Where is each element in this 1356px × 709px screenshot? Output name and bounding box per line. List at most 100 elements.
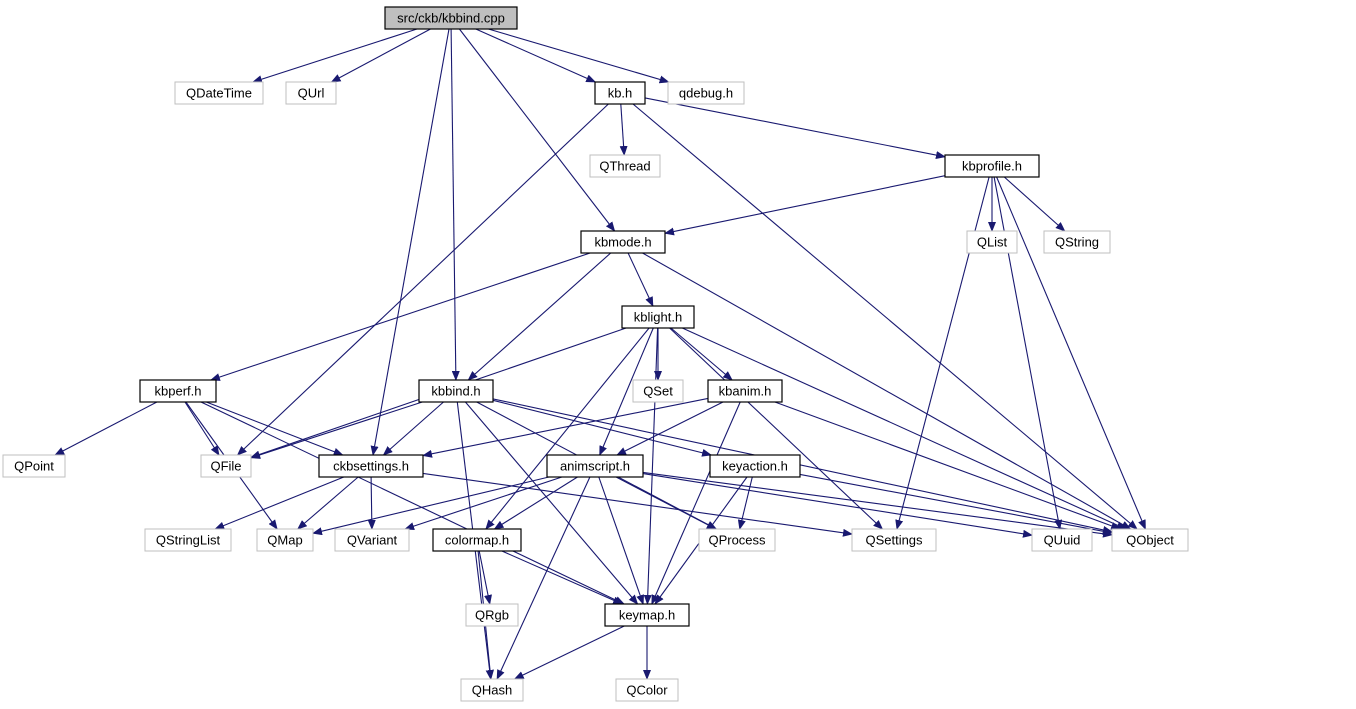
- node-box: [1111, 528, 1189, 552]
- node-keymap_h[interactable]: keymap.h: [604, 603, 690, 627]
- edge-keymap_h-to-QHash: [513, 625, 625, 680]
- node-label: QSettings: [865, 533, 923, 548]
- edge-keyaction_h-to-QProcess: [737, 476, 753, 530]
- node-label: QStringList: [156, 533, 221, 548]
- edge-kblight_h-to-colormap_h: [485, 327, 650, 530]
- node-kb_h[interactable]: kb.h: [594, 81, 646, 105]
- edge-kb_h-to-QThread: [619, 103, 628, 156]
- node-QProcess: QProcess: [698, 528, 776, 552]
- node-label: QThread: [599, 159, 650, 174]
- node-box: [707, 379, 783, 403]
- node-QSet: QSet: [632, 379, 684, 403]
- node-box: [256, 528, 314, 552]
- node-QFile: QFile: [200, 454, 252, 478]
- edge-ckbsettings_h-to-QSettings: [422, 472, 853, 537]
- edge-kbbind_h-to-QFile: [250, 401, 423, 459]
- node-QThread: QThread: [589, 154, 661, 178]
- edge-kbperf_h-to-QPoint: [54, 401, 158, 456]
- node-kbanim_h[interactable]: kbanim.h: [707, 379, 783, 403]
- node-label: QPoint: [14, 459, 54, 474]
- node-label: kbperf.h: [155, 384, 202, 399]
- edge-layer: [54, 28, 1146, 680]
- node-box: [139, 379, 217, 403]
- edge-kbbind_cpp-to-QDateTime: [252, 28, 418, 84]
- edge-kbbind_h-to-ckbsettings_h: [382, 401, 444, 456]
- edge-animscript_h-to-QVariant: [404, 476, 563, 530]
- node-label: QRgb: [475, 608, 509, 623]
- node-QDateTime: QDateTime: [174, 81, 264, 105]
- edge-kbprofile_h-to-QObject: [996, 176, 1146, 530]
- edge-colormap_h-to-QRgb: [478, 550, 492, 605]
- node-box: [2, 454, 66, 478]
- node-label: QColor: [626, 683, 668, 698]
- node-QColor: QColor: [615, 678, 679, 702]
- edge-animscript_h-to-QUuid: [642, 473, 1033, 538]
- node-QPoint: QPoint: [2, 454, 66, 478]
- node-box: [589, 154, 661, 178]
- node-kbbind_cpp[interactable]: src/ckb/kbbind.cpp: [384, 6, 518, 30]
- edge-kbbind_cpp-to-ckbsettings_h: [370, 28, 450, 456]
- node-kbperf_h[interactable]: kbperf.h: [139, 379, 217, 403]
- node-box: [418, 379, 494, 403]
- node-label: kblight.h: [634, 310, 682, 325]
- node-label: QObject: [1126, 533, 1174, 548]
- node-animscript_h[interactable]: animscript.h: [546, 454, 644, 478]
- edge-kbmode_h-to-QObject: [642, 252, 1132, 530]
- node-box: [200, 454, 252, 478]
- edge-kblight_h-to-kbanim_h: [670, 327, 733, 381]
- node-box: [966, 230, 1018, 254]
- node-box: [944, 154, 1040, 178]
- edge-ckbsettings_h-to-QMap: [297, 476, 359, 530]
- node-ckbsettings_h[interactable]: ckbsettings.h: [318, 454, 424, 478]
- node-label: QMap: [267, 533, 302, 548]
- edge-kbbind_cpp-to-kbbind_h: [450, 28, 460, 381]
- node-kbmode_h[interactable]: kbmode.h: [580, 230, 666, 254]
- node-box: [604, 603, 690, 627]
- node-label: keymap.h: [619, 608, 675, 623]
- node-keyaction_h[interactable]: keyaction.h: [709, 454, 801, 478]
- node-kbprofile_h[interactable]: kbprofile.h: [944, 154, 1040, 178]
- node-box: [432, 528, 522, 552]
- node-QUuid: QUuid: [1031, 528, 1093, 552]
- edge-kbbind_cpp-to-kbmode_h: [458, 28, 616, 232]
- edge-kbperf_h-to-QFile: [184, 401, 220, 456]
- node-label: QVariant: [347, 533, 398, 548]
- node-box: [174, 81, 264, 105]
- edge-animscript_h-to-QObject: [642, 471, 1113, 538]
- node-QSettings: QSettings: [851, 528, 937, 552]
- node-colormap_h[interactable]: colormap.h: [432, 528, 522, 552]
- node-kblight_h[interactable]: kblight.h: [621, 305, 695, 329]
- edge-kblight_h-to-keymap_h: [643, 327, 659, 605]
- node-label: QDateTime: [186, 86, 252, 101]
- node-box: [615, 678, 679, 702]
- edge-kbbind_h-to-keymap_h: [464, 401, 639, 605]
- edge-kbperf_h-to-keymap_h: [200, 401, 625, 605]
- node-box: [285, 81, 337, 105]
- edge-kbbind_cpp-to-kb_h: [475, 28, 597, 83]
- edge-kbprofile_h-to-QString: [1003, 176, 1066, 232]
- edge-kbanim_h-to-animscript_h: [616, 401, 724, 456]
- node-kbbind_h[interactable]: kbbind.h: [418, 379, 494, 403]
- node-QObject: QObject: [1111, 528, 1189, 552]
- node-box: [709, 454, 801, 478]
- node-box: [465, 603, 519, 627]
- node-QRgb: QRgb: [465, 603, 519, 627]
- edge-ckbsettings_h-to-QVariant: [367, 476, 376, 530]
- node-label: src/ckb/kbbind.cpp: [397, 11, 505, 26]
- node-label: qdebug.h: [679, 86, 733, 101]
- edge-animscript_h-to-keymap_h: [598, 476, 645, 605]
- node-QVariant: QVariant: [334, 528, 410, 552]
- node-label: ckbsettings.h: [333, 459, 409, 474]
- node-box: [1031, 528, 1093, 552]
- edge-animscript_h-to-QMap: [312, 476, 550, 536]
- node-label: kbmode.h: [594, 235, 651, 250]
- node-label: QSet: [643, 384, 673, 399]
- node-box: [667, 81, 745, 105]
- edge-ckbsettings_h-to-QStringList: [214, 476, 345, 530]
- node-QStringList: QStringList: [144, 528, 232, 552]
- node-box: [698, 528, 776, 552]
- edge-colormap_h-to-keymap_h: [501, 550, 624, 605]
- node-box: [1043, 230, 1111, 254]
